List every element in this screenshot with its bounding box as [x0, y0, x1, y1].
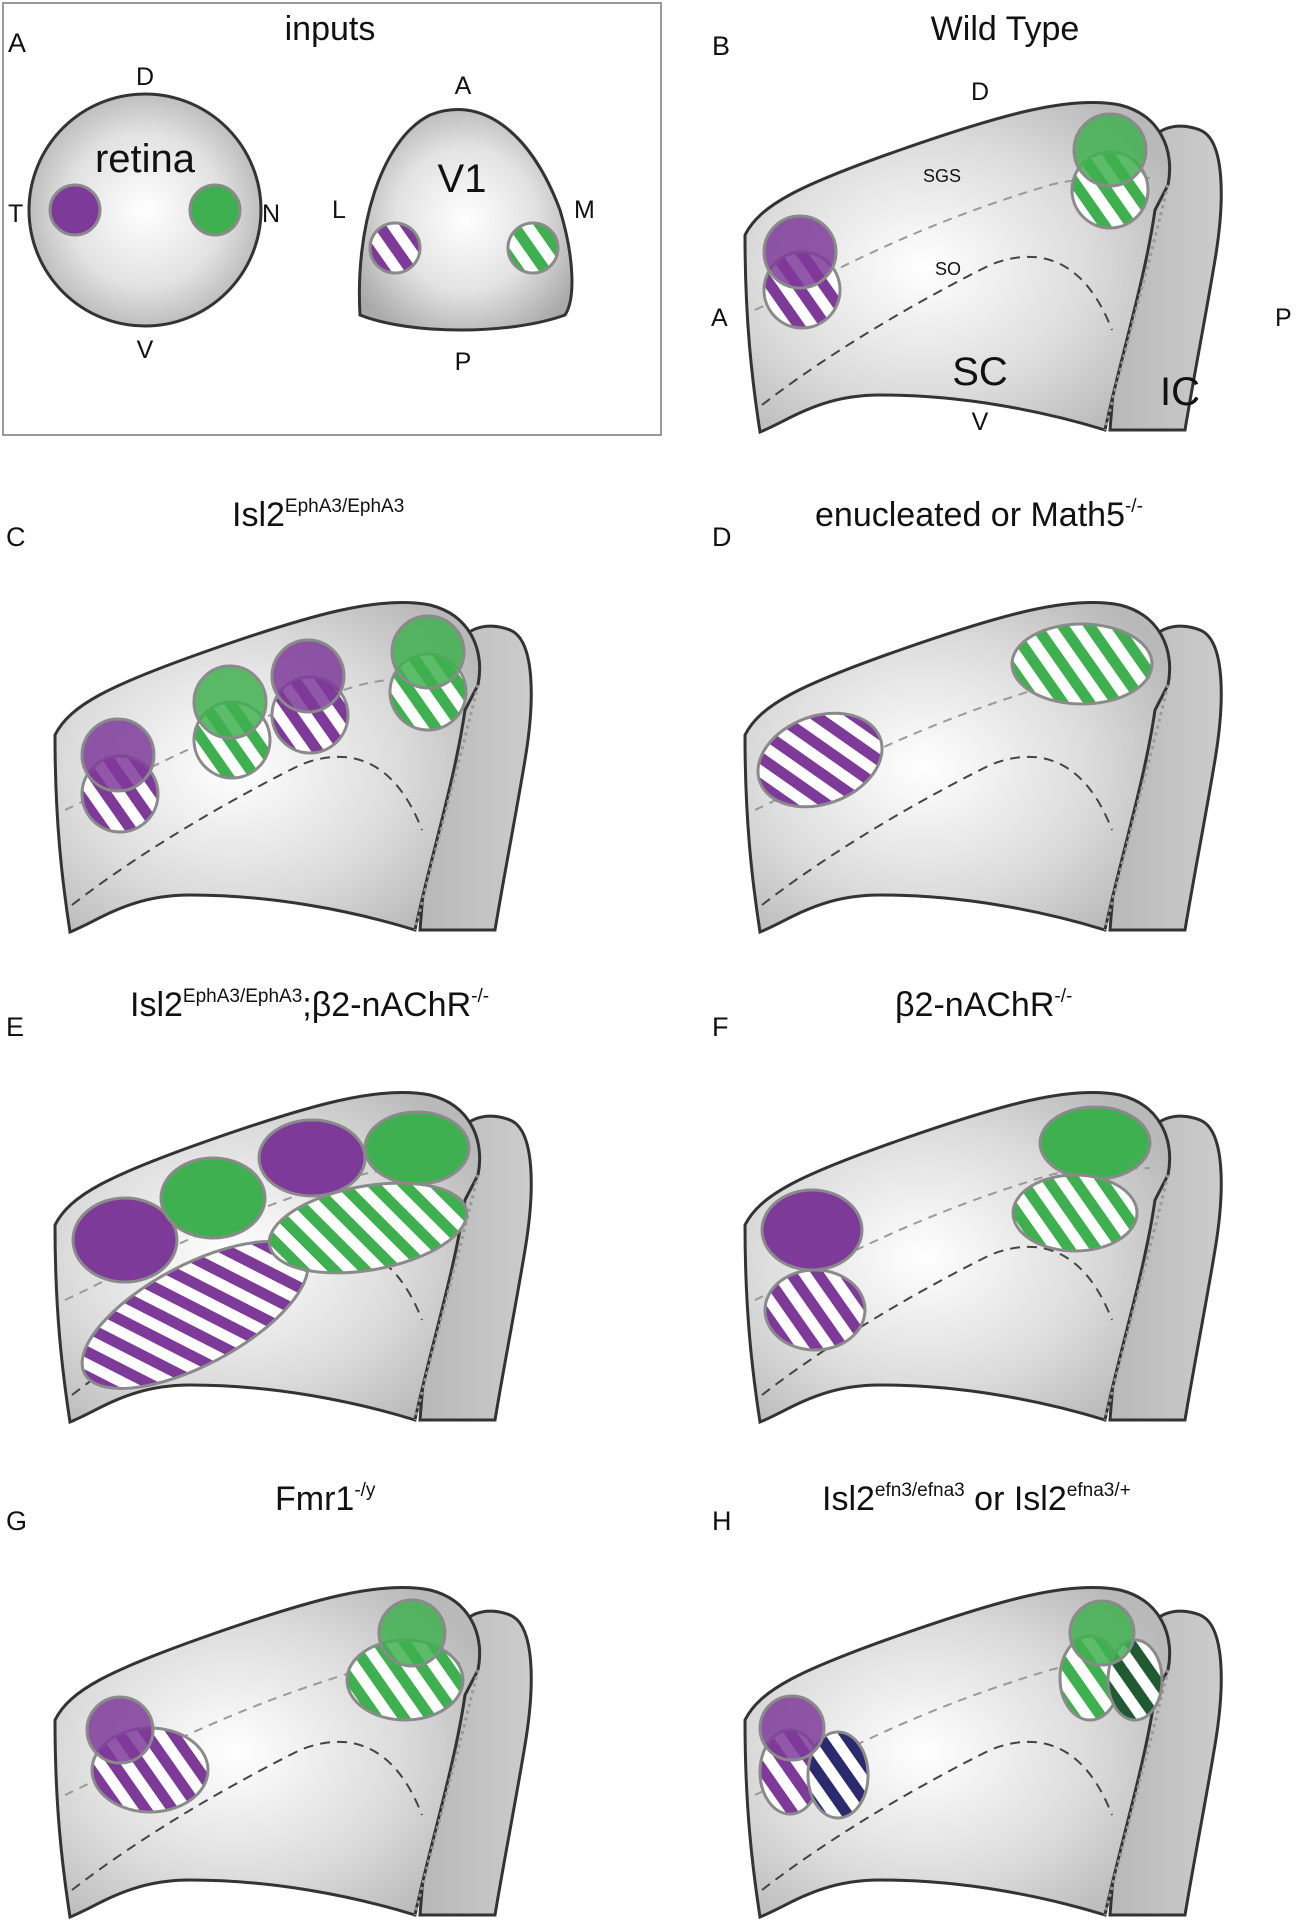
retina-label: retina [95, 137, 196, 181]
panel-b-v-label: V [972, 408, 989, 436]
panel-e-title-after: ;β2-nAChR [302, 986, 471, 1024]
panel-b-sgs-label: SGS [923, 166, 961, 186]
panel-f-purple-spot [760, 1188, 864, 1272]
retina-temporal-dot [48, 183, 102, 237]
panel-a-title: inputs [285, 10, 376, 48]
panel-g-letter: G [6, 1506, 27, 1536]
panel-e-purple-1 [71, 1196, 179, 1284]
panel-g-purple-spot [85, 1695, 155, 1765]
panel-b-so-label: SO [935, 259, 961, 279]
panel-h-title-sup: efn3/efna3 [875, 1480, 965, 1501]
panel-c-purple-2 [270, 638, 346, 714]
panel-b-ic-label: IC [1160, 370, 1200, 414]
panel-h: H Isl2efn3/efna3 or Isl2efna3/+ [712, 1480, 1223, 1919]
retina-n-label: N [262, 200, 280, 228]
panel-f-green-stripe-spot [1011, 1173, 1139, 1253]
panel-d-title-sup: -/- [1125, 496, 1143, 517]
panel-c-title: Isl2EphA3/EphA3 [232, 496, 404, 534]
panel-h-title-main: Isl2 [822, 1480, 875, 1518]
panel-h-letter: H [712, 1506, 732, 1536]
panel-a-frame [2, 2, 662, 436]
panel-d-title-main: enucleated or Math5 [815, 496, 1125, 534]
panel-f-title-sup: -/- [1054, 986, 1072, 1007]
panel-f-letter: F [712, 1012, 729, 1042]
panel-g: G Fmr1-/y [6, 1480, 533, 1919]
panel-c-letter: C [6, 522, 26, 552]
panel-c-green-1 [192, 664, 268, 740]
panel-d-purple-stripe-spot [756, 711, 884, 809]
panel-f-title: β2-nAChR-/- [895, 986, 1072, 1024]
panel-h-navy-stripe-spot [806, 1730, 870, 1820]
panel-g-green-spot [377, 1598, 447, 1668]
panel-c-title-main: Isl2 [232, 496, 285, 534]
panel-e-title: Isl2EphA3/EphA3;β2-nAChR-/- [130, 986, 489, 1024]
panel-h-title-sup2: efna3/+ [1067, 1480, 1131, 1501]
panel-a: A inputs retina D V T N V1 A P L M [2, 2, 662, 436]
retina-disc [27, 92, 263, 328]
panel-b-green-spot [1072, 112, 1148, 188]
retina-v-label: V [137, 336, 154, 364]
panel-d-green-stripe-spot [1010, 622, 1154, 706]
panel-e: E Isl2EphA3/EphA3;β2-nAChR-/- [6, 986, 533, 1424]
panel-e-title-main: Isl2 [130, 986, 183, 1024]
v1-medial-dot [506, 221, 560, 275]
panel-e-green-stripe-spot [267, 1181, 469, 1275]
panel-e-green-2 [363, 1110, 471, 1186]
panel-e-purple-2 [257, 1118, 367, 1198]
panel-g-title-sup: -/y [354, 1480, 376, 1501]
retina-t-label: T [8, 200, 23, 228]
panel-d-title: enucleated or Math5-/- [815, 496, 1143, 534]
panel-c-title-sup: EphA3/EphA3 [285, 496, 404, 517]
panel-c-green-2 [390, 614, 466, 690]
v1-lateral-dot [368, 221, 422, 275]
panel-h-green-spot [1068, 1599, 1136, 1667]
panel-b-sc-label: SC [952, 350, 1008, 394]
v1-m-label: M [574, 196, 595, 224]
panel-a-letter: A [8, 28, 26, 58]
panel-g-title: Fmr1-/y [275, 1480, 376, 1518]
v1-shape [357, 108, 574, 332]
panel-f-green-spot [1038, 1105, 1152, 1181]
panel-c-purple-1 [80, 717, 156, 793]
retina-nasal-dot [188, 183, 242, 237]
panel-e-letter: E [6, 1012, 24, 1042]
panel-c: C Isl2EphA3/EphA3 [6, 496, 533, 934]
panel-d: D enucleated or Math5-/- [712, 496, 1223, 934]
panel-d-letter: D [712, 522, 732, 552]
v1-l-label: L [332, 196, 346, 224]
v1-label: V1 [438, 157, 487, 201]
v1-a-label: A [455, 72, 472, 100]
panel-b: B Wild Type D V A P SGS SO SC IC [711, 10, 1292, 436]
panel-h-title-after: or Isl2 [965, 1480, 1067, 1518]
panel-b-p-label: P [1275, 304, 1292, 332]
panel-b-title: Wild Type [931, 10, 1080, 48]
retina-d-label: D [136, 63, 154, 91]
panel-f-purple-stripe-spot [763, 1268, 867, 1352]
panel-e-green-1 [159, 1156, 267, 1240]
panel-f: F β2-nAChR-/- [712, 986, 1223, 1424]
v1-p-label: P [455, 348, 472, 376]
panel-e-title-sup: EphA3/EphA3 [183, 986, 302, 1007]
panel-b-purple-spot [762, 214, 838, 290]
panel-b-letter: B [712, 31, 730, 61]
panel-g-title-main: Fmr1 [275, 1480, 354, 1518]
panel-f-title-main: β2-nAChR [895, 986, 1054, 1024]
panel-h-title: Isl2efn3/efna3 or Isl2efna3/+ [822, 1480, 1131, 1518]
panel-b-d-label: D [971, 78, 989, 106]
panel-h-purple-spot [758, 1694, 826, 1762]
panel-b-a-label: A [711, 304, 728, 332]
panel-e-title-sup2: -/- [471, 986, 489, 1007]
